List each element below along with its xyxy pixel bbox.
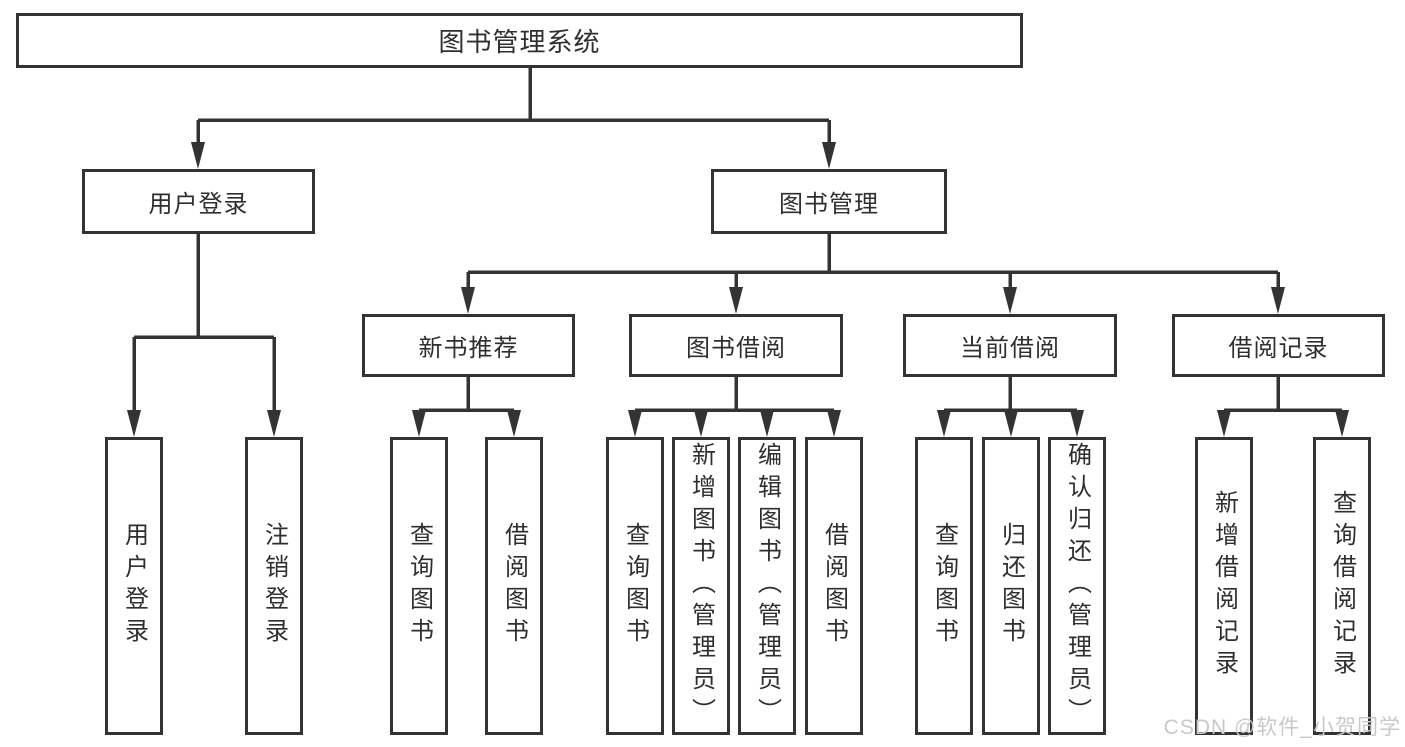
node-leaf-borrow-books-2: 借阅图书: [805, 437, 863, 735]
node-leaf-logout: 注销登录: [245, 437, 303, 735]
node-leaf-query-books-2: 查询图书: [606, 437, 664, 735]
node-book-borrowing: 图书借阅: [629, 314, 843, 377]
arrow-down-icon: [461, 287, 475, 314]
node-label: 当前借阅: [960, 335, 1060, 362]
node-root: 图书管理系统: [16, 13, 1023, 68]
arrow-down-icon: [1217, 410, 1231, 437]
arrow-down-icon: [267, 410, 281, 437]
arrow-down-icon: [628, 410, 642, 437]
node-label: 图书借阅: [686, 335, 786, 362]
node-label: 注销登录: [260, 522, 288, 650]
node-label: 借阅图书: [820, 522, 848, 650]
node-borrow-records: 借阅记录: [1172, 314, 1385, 377]
arrow-down-icon: [191, 142, 205, 169]
node-leaf-query-borrow-record: 查询借阅记录: [1313, 437, 1371, 735]
node-leaf-add-borrow-record: 新增借阅记录: [1195, 437, 1253, 735]
arrow-down-icon: [694, 410, 708, 437]
node-label: 图书管理: [779, 191, 879, 218]
node-current-borrowing: 当前借阅: [903, 314, 1117, 377]
node-leaf-borrow-books-1: 借阅图书: [485, 437, 543, 735]
arrow-down-icon: [760, 410, 774, 437]
arrow-down-icon: [1335, 410, 1349, 437]
node-label: 查询图书: [405, 522, 433, 650]
node-leaf-query-books-3: 查询图书: [915, 437, 973, 735]
node-new-book-recommend: 新书推荐: [362, 314, 575, 377]
arrow-down-icon: [1271, 287, 1285, 314]
node-leaf-query-books-1: 查询图书: [390, 437, 448, 735]
node-label: 归还图书: [997, 522, 1025, 650]
arrow-down-icon: [822, 142, 836, 169]
node-user-login: 用户登录: [82, 169, 315, 234]
node-label: 用户登录: [148, 191, 249, 218]
node-label: 查询图书: [621, 522, 649, 650]
node-label: 借阅记录: [1228, 335, 1329, 362]
node-book-management: 图书管理: [711, 169, 947, 234]
node-label: 新书推荐: [418, 335, 519, 362]
arrow-down-icon: [127, 410, 141, 437]
node-label: 新增图书（管理员）: [687, 442, 715, 730]
node-leaf-edit-books-admin: 编辑图书（管理员）: [738, 437, 796, 735]
arrow-down-icon: [937, 410, 951, 437]
node-label: 借阅图书: [500, 522, 528, 650]
node-label: 编辑图书（管理员）: [753, 442, 781, 730]
node-label: 确认归还（管理员）: [1063, 442, 1091, 730]
node-leaf-return-books: 归还图书: [982, 437, 1040, 735]
node-leaf-user-login: 用户登录: [105, 437, 163, 735]
node-label: 新增借阅记录: [1210, 490, 1238, 682]
node-leaf-confirm-return-admin: 确认归还（管理员）: [1048, 437, 1106, 735]
node-label: 查询借阅记录: [1328, 490, 1356, 682]
node-label: 用户登录: [120, 522, 148, 650]
arrow-down-icon: [1004, 410, 1018, 437]
node-label: 查询图书: [930, 522, 958, 650]
arrow-down-icon: [1070, 410, 1084, 437]
node-leaf-add-books-admin: 新增图书（管理员）: [672, 437, 730, 735]
node-label: 图书管理系统: [438, 27, 601, 57]
arrow-down-icon: [729, 287, 743, 314]
arrow-down-icon: [412, 410, 426, 437]
arrow-down-icon: [1003, 287, 1017, 314]
arrow-down-icon: [827, 410, 841, 437]
arrow-down-icon: [507, 410, 521, 437]
